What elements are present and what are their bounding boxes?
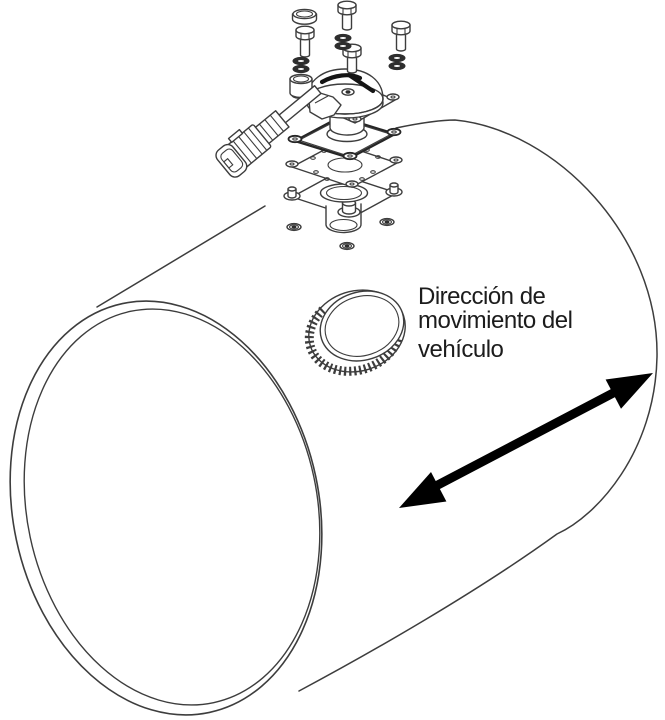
nut-center bbox=[384, 220, 390, 224]
lock-washers bbox=[292, 33, 406, 74]
direction-label-line-1: Dirección de bbox=[418, 283, 546, 310]
tank-end-outer-rim bbox=[9, 300, 323, 716]
hex-bolt-1 bbox=[295, 25, 315, 58]
stud-top bbox=[389, 182, 399, 188]
corner-boss bbox=[386, 127, 402, 137]
screw-hole bbox=[324, 177, 330, 181]
tank-end-inner-rim bbox=[23, 308, 321, 706]
nut-mid bbox=[341, 243, 353, 249]
corner-boss bbox=[345, 180, 359, 188]
cap-top-face-inner-line bbox=[324, 295, 400, 357]
stud-top bbox=[287, 186, 297, 192]
cable-and-connector bbox=[215, 85, 342, 178]
spacer-bore bbox=[292, 75, 310, 83]
surface-nut bbox=[286, 222, 302, 232]
surface-nut bbox=[339, 241, 355, 251]
o-ring-seal bbox=[319, 183, 369, 203]
cap-top-face bbox=[319, 290, 405, 362]
tank-right-end-and-bottom-edge bbox=[298, 119, 658, 692]
bolt-head-top bbox=[295, 25, 315, 35]
bolt-head-facets bbox=[347, 50, 357, 57]
connector-key-notch bbox=[223, 157, 234, 169]
screw-hole bbox=[370, 170, 376, 174]
bolt-head-facets bbox=[396, 27, 406, 34]
hex-bolt-4 bbox=[391, 20, 411, 52]
tank-top-edge bbox=[96, 205, 266, 308]
corner-boss bbox=[386, 93, 400, 101]
corner-boss-hole bbox=[349, 182, 355, 186]
nut-mid bbox=[381, 219, 393, 225]
adapter-plate-corner-bosses bbox=[285, 156, 403, 188]
body-ribs bbox=[232, 127, 268, 164]
direction-arrow bbox=[399, 373, 653, 508]
dome-marking-swoosh bbox=[319, 73, 363, 85]
washer-hole bbox=[338, 36, 348, 40]
hex-bolt-3 bbox=[342, 43, 362, 74]
surface-nuts bbox=[286, 217, 395, 251]
corner-boss-hole bbox=[347, 154, 353, 158]
direction-label-line-3: vehículo bbox=[418, 336, 504, 363]
o-ring-inner bbox=[325, 185, 363, 201]
corner-boss-hole bbox=[292, 137, 298, 141]
corner-boss bbox=[342, 151, 358, 161]
arrow-shaft bbox=[431, 387, 620, 491]
corner-boss-hole bbox=[391, 130, 397, 134]
flange-stud-right bbox=[385, 182, 403, 197]
connector-latch-tab bbox=[227, 128, 244, 144]
corner-boss-hole bbox=[390, 95, 396, 99]
cable-elbow-line bbox=[314, 95, 329, 104]
screw-hole bbox=[375, 155, 381, 159]
bolt-shank bbox=[395, 32, 407, 52]
corner-boss bbox=[287, 134, 303, 144]
washer-hole bbox=[392, 64, 402, 68]
dome-center-screw bbox=[345, 90, 351, 94]
corner-boss bbox=[389, 156, 403, 164]
bolt-head-top bbox=[337, 0, 357, 10]
arrowhead-upper-right bbox=[605, 373, 653, 409]
direction-label: Dirección de movimiento del vehículo bbox=[418, 283, 573, 363]
cap-plug bbox=[291, 8, 318, 25]
knurled-filler-cap bbox=[304, 289, 406, 376]
flange-neck-bore bbox=[329, 218, 358, 232]
screw-hole bbox=[310, 156, 316, 160]
hex-bolt-2 bbox=[337, 0, 357, 31]
boot-ribs bbox=[258, 114, 284, 141]
washer-hole bbox=[296, 59, 306, 63]
corner-boss bbox=[285, 160, 299, 168]
corner-boss-hole bbox=[393, 158, 399, 162]
fuel-tank bbox=[9, 119, 658, 716]
bolt-head-facets bbox=[342, 7, 352, 14]
bolt-shank bbox=[299, 37, 311, 58]
nut-center bbox=[291, 225, 297, 229]
nut-center bbox=[344, 244, 350, 248]
bolt-shank bbox=[346, 55, 358, 74]
bolt-shank bbox=[341, 12, 353, 31]
screw-hole bbox=[359, 177, 365, 181]
electrical-connector bbox=[215, 85, 322, 178]
cap-plug-top-inner bbox=[295, 10, 314, 18]
washer-hole bbox=[338, 44, 348, 48]
bolt-head-top bbox=[391, 20, 411, 30]
flange-stud-left bbox=[283, 186, 301, 201]
dome-marking-stripe bbox=[346, 72, 376, 94]
arrowhead-lower-left bbox=[399, 472, 447, 508]
adapter-plate bbox=[285, 142, 403, 188]
corner-boss-hole bbox=[289, 162, 295, 166]
screw-hole bbox=[313, 170, 319, 174]
bolt-head-facets bbox=[300, 32, 310, 39]
washer-hole bbox=[392, 56, 402, 60]
washer-hole bbox=[296, 67, 306, 71]
surface-nut bbox=[379, 217, 395, 227]
nut-mid bbox=[288, 224, 300, 230]
direction-label-line-2: movimiento del bbox=[418, 307, 572, 334]
